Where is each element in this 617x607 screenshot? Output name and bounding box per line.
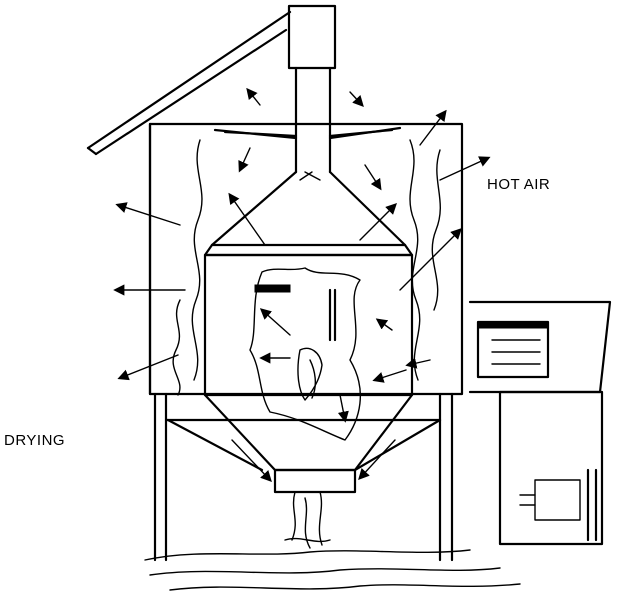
- inner-chamber: [203, 243, 414, 441]
- hopper: [166, 393, 442, 494]
- control-unit: [468, 300, 612, 546]
- roof: [86, 10, 292, 156]
- drying-label: DRYING: [4, 432, 66, 449]
- deflector-plate: [213, 126, 402, 140]
- hot-air-label: HOT AIR: [487, 176, 551, 193]
- base-frame: [144, 392, 521, 591]
- chimney: [210, 4, 407, 247]
- material-flow: [284, 491, 331, 549]
- hot-air-waves: [172, 139, 441, 396]
- airflow-arrows: [113, 87, 491, 483]
- outer-casing: [148, 122, 464, 396]
